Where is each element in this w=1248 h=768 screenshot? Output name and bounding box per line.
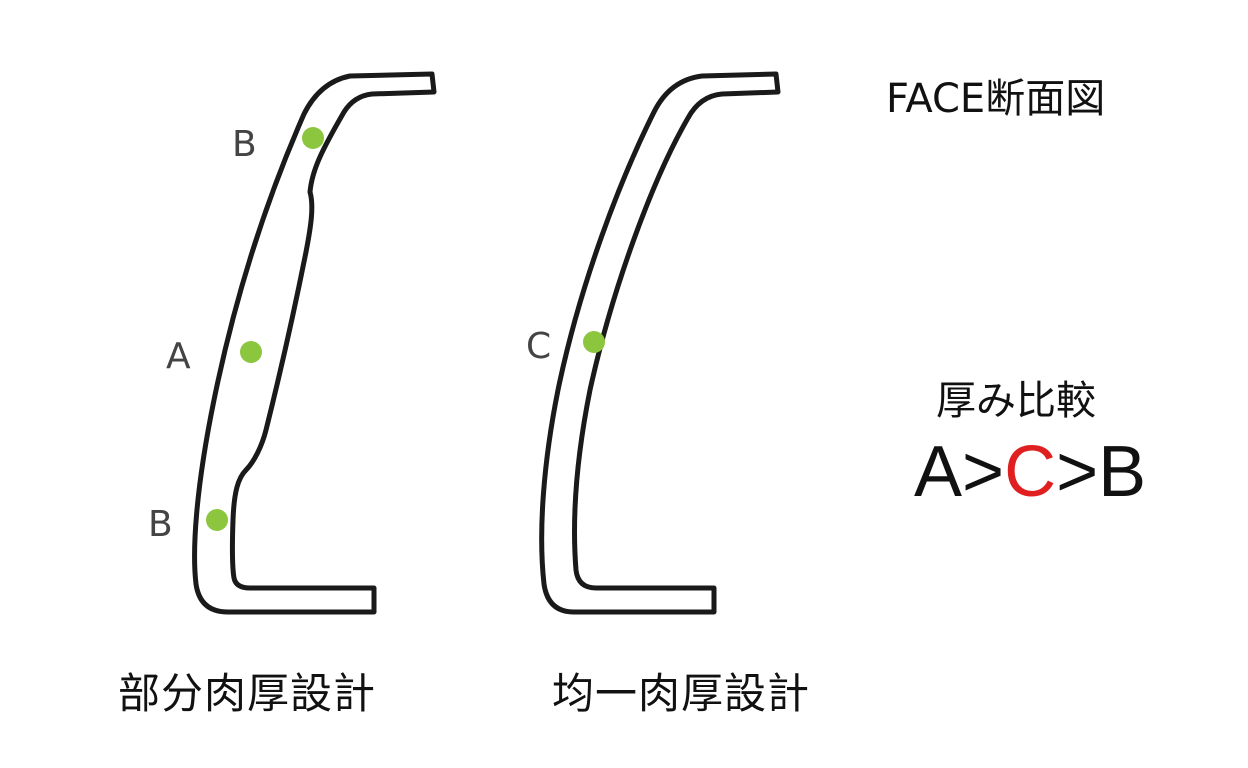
uniform-thickness-profile: C — [526, 71, 781, 615]
formula-part-1: A> — [914, 432, 1005, 512]
thickness-comparison-formula: A>C>B — [914, 436, 1146, 508]
formula-highlight-c: C — [1004, 432, 1057, 512]
point-b-lower — [206, 509, 228, 531]
caption-partial-thickness: 部分肉厚設計 — [118, 669, 377, 718]
caption-uniform-thickness: 均一肉厚設計 — [552, 669, 811, 718]
formula-part-2: >B — [1056, 432, 1147, 512]
partial-thickness-outline — [192, 71, 437, 615]
point-a — [240, 341, 262, 363]
point-label-b-lower: B — [148, 504, 173, 545]
point-b-upper — [302, 127, 324, 149]
partial-thickness-profile: B A B — [148, 71, 437, 615]
diagram-title: FACE断面図 — [886, 76, 1106, 122]
uniform-thickness-outline — [539, 71, 781, 615]
point-label-c: C — [526, 326, 551, 367]
thickness-comparison-heading: 厚み比較 — [936, 378, 1096, 424]
point-label-b-upper: B — [232, 124, 257, 165]
point-label-a: A — [166, 336, 191, 377]
point-c — [583, 331, 605, 353]
